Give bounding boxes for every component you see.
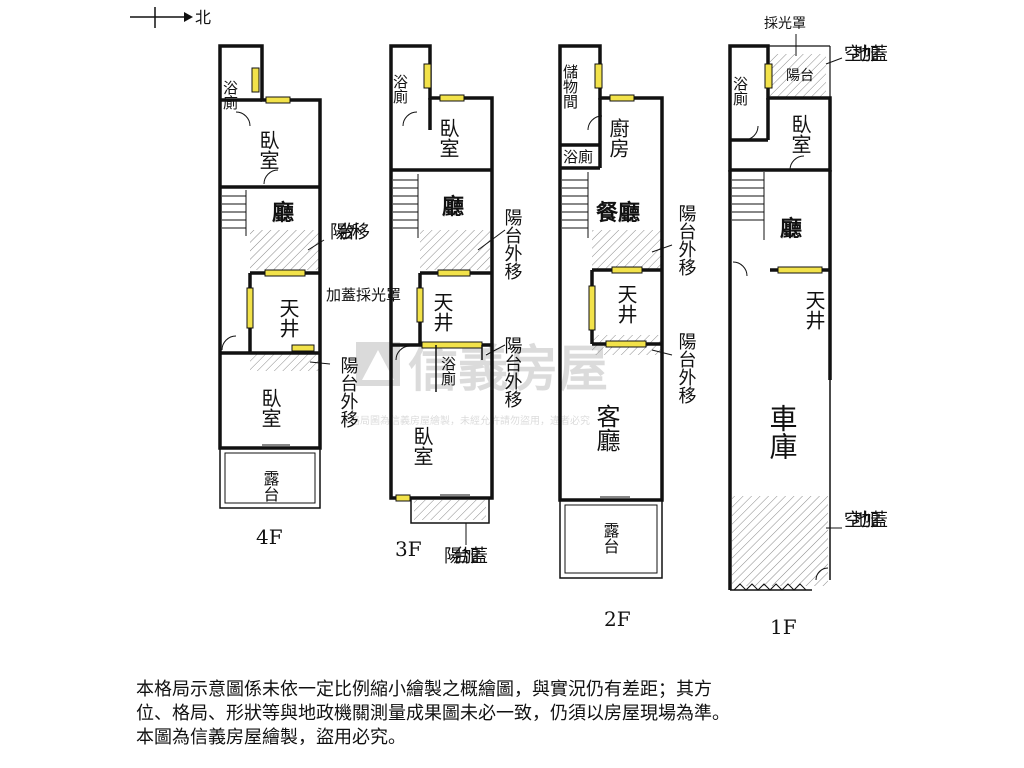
room-label: 車庫 [766, 404, 799, 460]
annotation: 空地加蓋 [844, 44, 888, 65]
floor-label: 3F [395, 537, 422, 561]
floor-4f: 浴廁 臥室 廳 天井 臥室 露台 陽台外移 加蓋採光罩 陽台外移 4F [218, 44, 401, 549]
room-label: 浴廁 [731, 76, 749, 107]
room-label: 儲物間 [561, 64, 579, 110]
disclaimer-line: 位、格局、形狀等與地政機關測量成果圖未必一致，仍須以房屋現場為準。 [136, 703, 730, 724]
annotation: 加蓋採光罩 [326, 286, 401, 304]
annotation: 空地加蓋 [844, 510, 888, 531]
room-label: 臥室 [256, 130, 280, 170]
room-label: 天井 [276, 298, 300, 338]
room-label: 廳 [272, 200, 294, 226]
room-label: 天井 [614, 284, 638, 324]
room-label: 臥室 [436, 118, 460, 158]
floor-label: 1F [770, 615, 797, 639]
room-label: 陽台 [786, 68, 814, 84]
room-label: 餐廳 [596, 200, 640, 226]
room-label: 臥室 [410, 426, 434, 466]
room-label: 天井 [430, 292, 454, 332]
compass: 北 [130, 7, 211, 28]
compass-north: 北 [195, 8, 211, 27]
watermark-text: 本格局圖為信義房屋繪製，未經允許請勿盜用，違者必究 [340, 414, 590, 427]
floor-label: 4F [256, 525, 283, 549]
room-label: 客廳 [592, 404, 620, 452]
room-label: 臥室 [258, 388, 282, 428]
floor-2f: 儲物間 廚房 浴廁 餐廳 天井 客廳 露台 陽台外移 陽台外移 2F [558, 44, 697, 631]
floor-3f: 浴廁 臥室 廳 天井 浴廁 臥室 陽台外移 陽台外移 陽台加蓋 3F [389, 44, 523, 567]
floor-1f: 浴廁 陽台 臥室 廳 天井 車庫 採光罩 空地加蓋 空地加蓋 1F [728, 16, 888, 639]
room-label: 廳 [442, 194, 464, 220]
annotation: 陽台外移 [338, 356, 359, 428]
annotation: 陽台外移 [676, 204, 697, 276]
floor-label: 2F [604, 607, 631, 631]
watermark: 信義房屋 本格局圖為信義房屋繪製，未經允許請勿盜用，違者必究 [340, 340, 608, 427]
room-label: 廳 [780, 216, 802, 242]
annotation: 陽台外移 [502, 336, 523, 408]
watermark-brand: 信義房屋 [408, 340, 608, 398]
room-label: 廚房 [606, 117, 630, 158]
annotation: 陽台外移 [502, 208, 523, 280]
annotation: 陽台加蓋 [444, 546, 488, 567]
room-label: 臥室 [788, 114, 812, 154]
disclaimer-line: 本格局示意圖係未依一定比例縮小繪製之概繪圖，與實況仍有差距；其方 [136, 679, 712, 700]
arrow-icon [184, 12, 193, 22]
room-label: 浴廁 [563, 148, 593, 166]
room-label: 浴廁 [439, 356, 457, 387]
disclaimer: 本格局示意圖係未依一定比例縮小繪製之概繪圖，與實況仍有差距；其方 位、格局、形狀… [136, 678, 896, 750]
annotation: 採光罩 [764, 16, 806, 32]
annotation: 陽台外移 [676, 332, 697, 404]
room-label: 浴廁 [391, 74, 409, 105]
room-label: 露台 [261, 470, 280, 502]
disclaimer-line: 本圖為信義房屋繪製，盜用必究。 [136, 727, 406, 748]
room-label: 露台 [601, 522, 620, 554]
room-label: 浴廁 [221, 80, 239, 111]
annotation: 陽台外移 [330, 222, 370, 243]
room-label: 天井 [802, 290, 826, 330]
